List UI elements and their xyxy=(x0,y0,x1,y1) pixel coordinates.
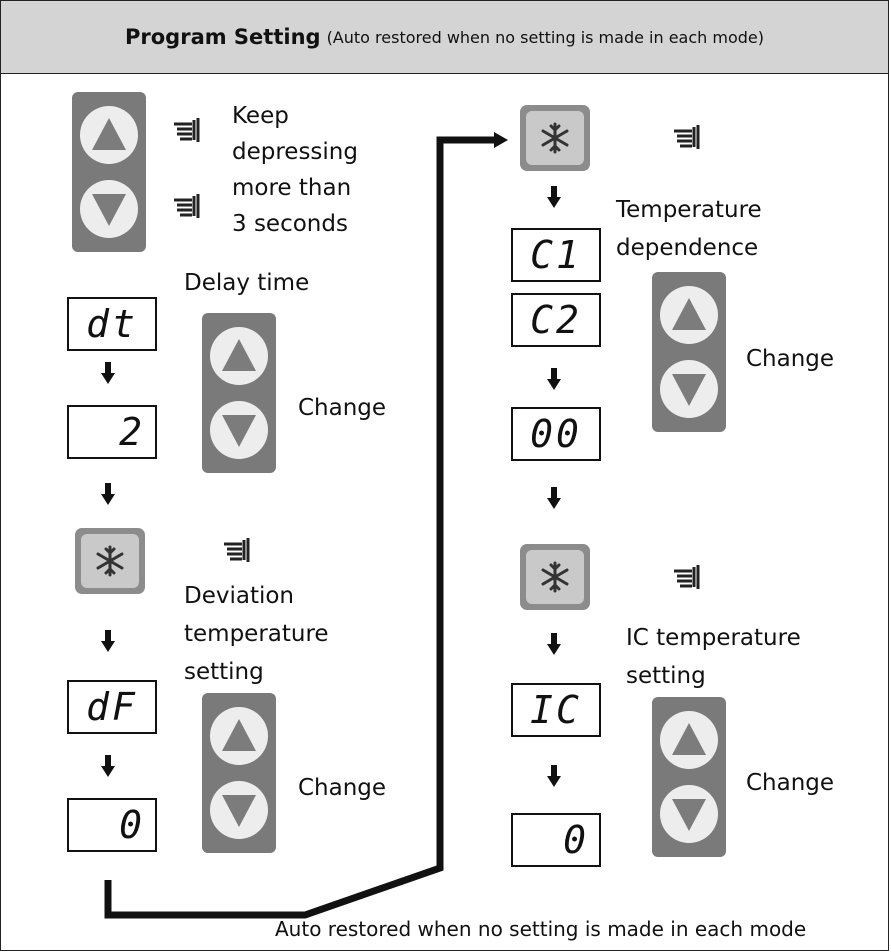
down-arrow-icon xyxy=(547,368,561,390)
down-arrow-icon xyxy=(547,633,561,655)
ic-temperature-line-2: setting xyxy=(626,663,706,689)
down-triangle-icon xyxy=(222,415,256,447)
keep-text-line-1: Keep xyxy=(232,103,289,129)
deviation-text-line-3: setting xyxy=(184,659,264,685)
snowflake-icon xyxy=(541,561,569,593)
ic-temperature-line-1: IC temperature xyxy=(626,625,801,651)
up-triangle-icon xyxy=(222,339,256,371)
deviation-text-line-2: temperature xyxy=(184,621,329,647)
down-triangle-icon xyxy=(672,374,706,406)
down-button[interactable] xyxy=(660,785,718,843)
down-triangle-icon xyxy=(222,795,256,827)
display-dt: dt xyxy=(67,297,157,351)
display-c1: C1 xyxy=(511,228,601,282)
down-button[interactable] xyxy=(660,360,718,418)
down-button[interactable] xyxy=(80,180,138,238)
down-arrow-icon xyxy=(547,765,561,787)
up-down-button-panel-5 xyxy=(652,697,726,857)
keep-text-line-3: more than xyxy=(232,175,352,201)
pointing-hand-icon xyxy=(224,538,250,562)
display-0-right: 0 xyxy=(511,813,601,867)
up-button[interactable] xyxy=(80,106,138,164)
page-subtitle: (Auto restored when no setting is made i… xyxy=(326,27,764,47)
down-triangle-icon xyxy=(672,799,706,831)
up-down-button-panel-2 xyxy=(202,313,276,473)
change-label-1: Change xyxy=(298,395,387,421)
down-arrow-icon xyxy=(547,487,561,509)
down-button[interactable] xyxy=(210,781,268,839)
delay-time-label: Delay time xyxy=(184,270,310,296)
down-arrow-icon xyxy=(101,755,115,777)
down-button[interactable] xyxy=(210,401,268,459)
up-down-button-panel-3 xyxy=(202,693,276,853)
up-triangle-icon xyxy=(222,719,256,751)
up-button[interactable] xyxy=(210,707,268,765)
up-triangle-icon xyxy=(92,118,126,150)
pointing-hand-icon xyxy=(674,565,700,589)
display-00: 00 xyxy=(511,407,601,461)
keep-text-line-4: 3 seconds xyxy=(232,211,348,237)
display-c2: C2 xyxy=(511,293,601,347)
up-button[interactable] xyxy=(660,711,718,769)
up-down-button-panel-1 xyxy=(72,92,146,252)
header-bar: Program Setting (Auto restored when no s… xyxy=(1,1,888,74)
change-label-4: Change xyxy=(746,770,835,796)
temperature-dependence-line-2: dependence xyxy=(616,235,759,261)
snowflake-button-3[interactable] xyxy=(520,544,590,610)
snowflake-icon xyxy=(96,545,124,577)
up-down-button-panel-4 xyxy=(652,272,726,432)
footer-note: Auto restored when no setting is made in… xyxy=(275,917,807,941)
pointing-hand-icon xyxy=(674,125,700,149)
display-df: dF xyxy=(67,680,157,734)
display-0: 0 xyxy=(67,798,157,852)
down-arrow-icon xyxy=(101,483,115,505)
down-arrow-icon xyxy=(547,186,561,208)
display-2: 2 xyxy=(67,405,157,459)
change-label-3: Change xyxy=(746,346,835,372)
up-triangle-icon xyxy=(672,723,706,755)
up-button[interactable] xyxy=(660,286,718,344)
temperature-dependence-line-1: Temperature xyxy=(616,197,762,223)
up-triangle-icon xyxy=(672,298,706,330)
display-ic: IC xyxy=(511,683,601,737)
pointing-hand-icon xyxy=(174,118,200,142)
down-arrow-icon xyxy=(101,630,115,652)
snowflake-button-2[interactable] xyxy=(520,105,590,171)
down-triangle-icon xyxy=(92,194,126,226)
snowflake-icon xyxy=(541,122,569,154)
snowflake-button-1[interactable] xyxy=(75,528,145,594)
deviation-text-line-1: Deviation xyxy=(184,583,295,609)
keep-text-line-2: depressing xyxy=(232,139,358,165)
pointing-hand-icon xyxy=(174,194,200,218)
page-title: Program Setting xyxy=(125,25,321,49)
down-arrow-icon xyxy=(101,362,115,384)
change-label-2: Change xyxy=(298,775,387,801)
up-button[interactable] xyxy=(210,327,268,385)
